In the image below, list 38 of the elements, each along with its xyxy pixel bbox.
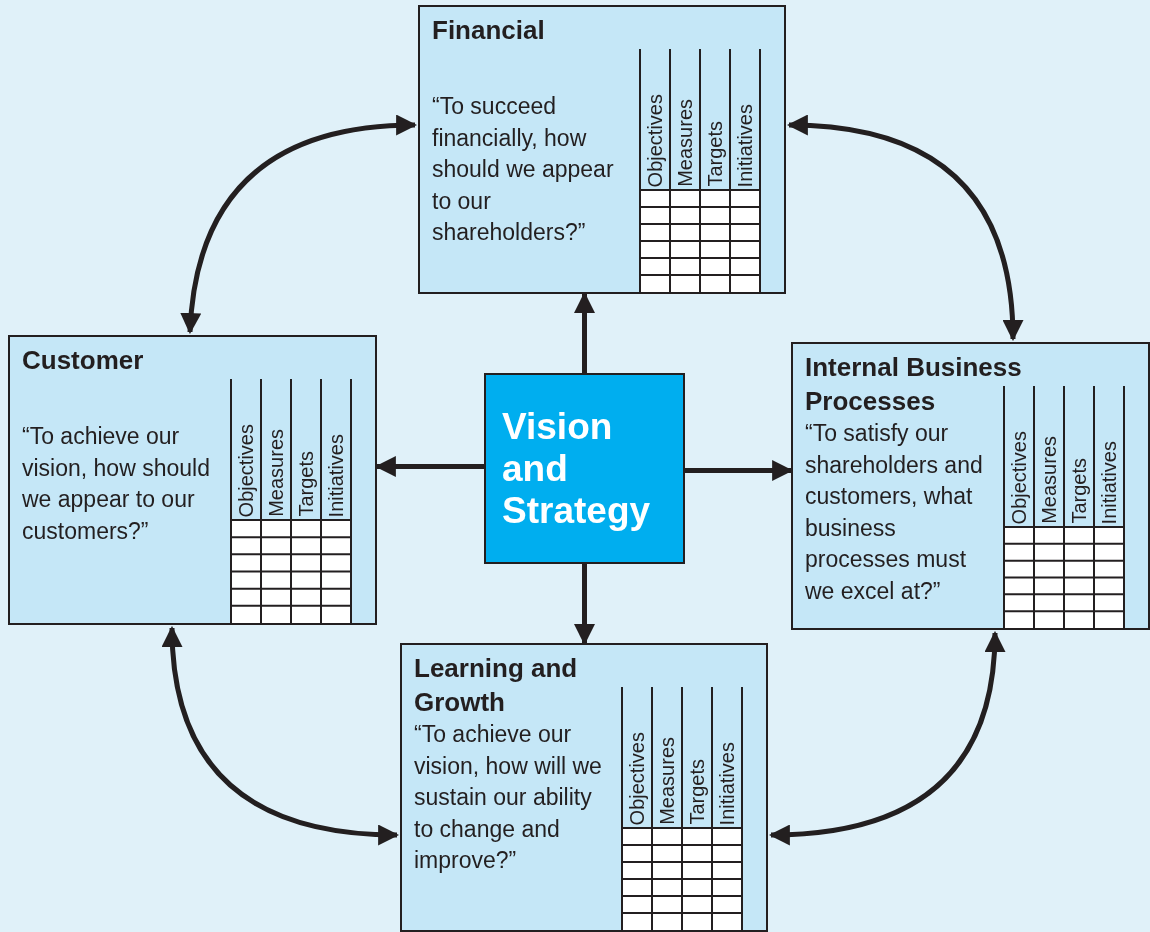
column-header: Targets bbox=[294, 451, 318, 517]
card-heading: Internal Business Processes bbox=[805, 351, 1023, 418]
arrow bbox=[768, 630, 1005, 845]
column-header: Measures bbox=[1037, 436, 1061, 524]
column-header: Measures bbox=[673, 99, 697, 187]
perspective-card bbox=[791, 342, 1150, 630]
column-header: Targets bbox=[703, 121, 727, 187]
column-header: Objectives bbox=[643, 93, 667, 187]
column-header: Initiatives bbox=[1097, 440, 1121, 524]
perspective-card bbox=[8, 335, 377, 625]
center-title: Vision and Strategy bbox=[502, 405, 652, 532]
question-text: “To satisfy our shareholders and customers, what business processes must we excel at?” bbox=[805, 419, 984, 606]
arrow bbox=[685, 460, 794, 481]
arrow bbox=[786, 115, 1023, 342]
question-text: “To succeed financially, how should we appear to our shareholders?” bbox=[432, 92, 615, 247]
column-header: Objectives bbox=[234, 423, 258, 517]
arrow bbox=[574, 564, 595, 646]
card-heading: Financial bbox=[432, 14, 546, 47]
column-header: Initiatives bbox=[715, 741, 739, 825]
question-text: “To achieve our vision, how should we appear to our customers?” bbox=[22, 422, 211, 546]
column-header: Objectives bbox=[1007, 430, 1031, 524]
arrow bbox=[374, 456, 484, 477]
arrow bbox=[181, 115, 418, 335]
card-heading: Learning and Growth bbox=[414, 652, 579, 719]
center-box bbox=[484, 373, 685, 564]
column-header: Targets bbox=[1067, 458, 1091, 524]
question-text: “To achieve our vision, how will we sustain our ability to change and improve?” bbox=[414, 720, 603, 875]
column-header: Measures bbox=[655, 737, 679, 825]
column-header: Measures bbox=[264, 429, 288, 517]
column-header: Initiatives bbox=[324, 433, 348, 517]
perspective-card bbox=[418, 5, 786, 294]
column-header: Objectives bbox=[625, 731, 649, 825]
column-header: Targets bbox=[685, 759, 709, 825]
perspective-card bbox=[400, 643, 768, 932]
arrow bbox=[574, 291, 595, 373]
column-header: Initiatives bbox=[733, 103, 757, 187]
arrow bbox=[162, 625, 400, 845]
card-heading: Customer bbox=[22, 344, 145, 377]
